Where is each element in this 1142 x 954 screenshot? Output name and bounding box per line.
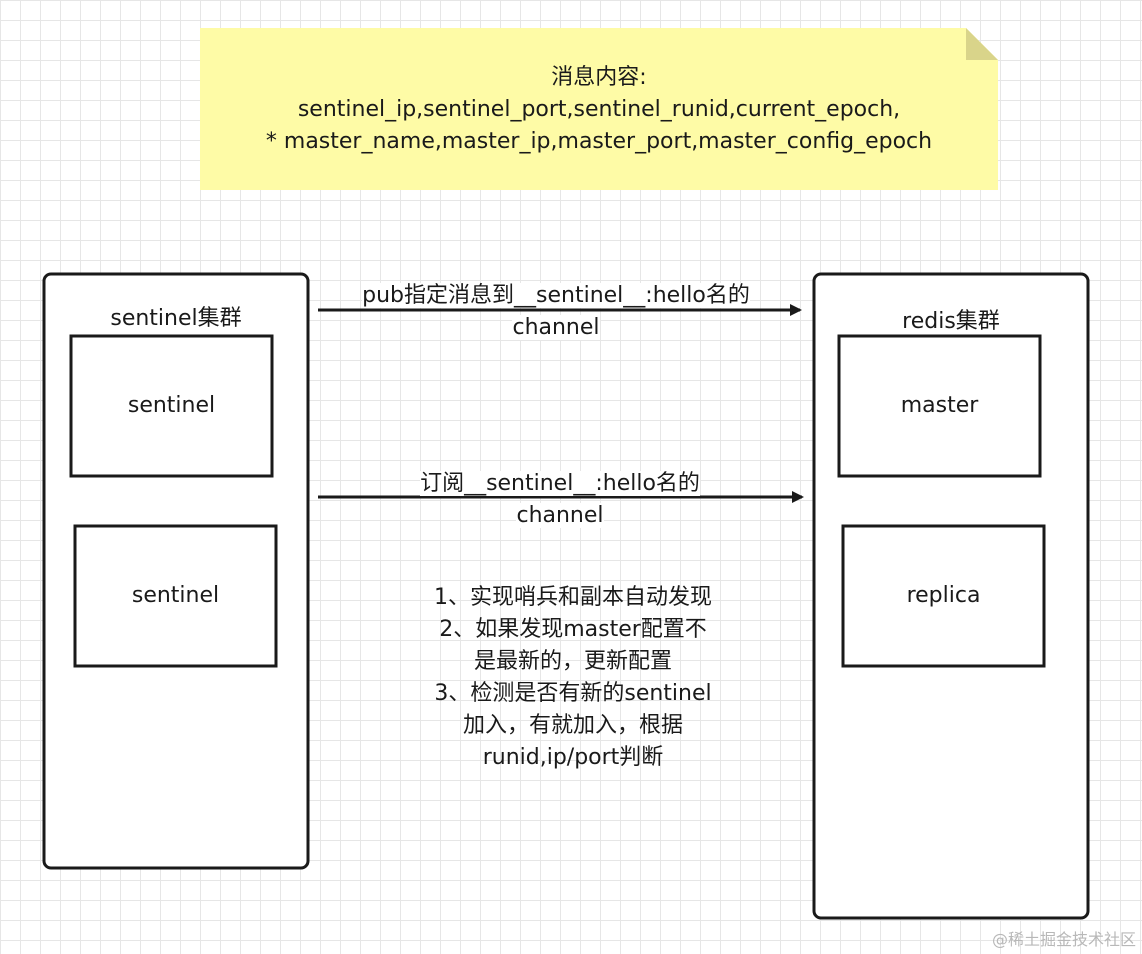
publish-arrow-label-line2: channel [512,315,600,340]
publish-arrow-label-wrap: pub指定消息到__sentinel__:hello名的 [336,280,776,312]
publish-arrow-label-line1: pub指定消息到__sentinel__:hello名的 [362,283,750,308]
subscribe-arrow-label-line1: 订阅__sentinel__:hello名的 [420,471,700,496]
subscribe-arrow-label-wrap: 订阅__sentinel__:hello名的 [400,468,720,500]
sentinel-node-2[interactable] [73,524,278,668]
note-line-3: * master_name,master_ip,master_port,mast… [265,129,933,154]
description-line-6: runid,ip/port判断 [482,745,664,770]
note-title: 消息内容: [551,65,647,90]
description-line-3: 是最新的，更新配置 [473,649,672,674]
subscribe-arrow-label-wrap-2: channel [400,500,720,532]
redis-cluster-title: redis集群 [902,309,1000,334]
sentinel-node-2-label: sentinel [131,583,220,608]
publish-arrow-label-wrap-2: channel [336,312,776,344]
note-fold [966,28,998,60]
replica-node-label: replica [906,583,981,608]
note-shape[interactable] [200,28,998,190]
master-node[interactable] [837,334,1042,478]
note-line-2: sentinel_ip,sentinel_port,sentinel_runid… [297,97,901,122]
sentinel-node-1[interactable] [69,334,274,478]
watermark: @稀土掘金技术社区 [991,930,1136,949]
subscribe-arrow-label-line2: channel [516,503,604,528]
description-line-5: 加入，有就加入，根据 [462,713,683,738]
description-line-2: 2、如果发现master配置不 [439,617,707,642]
description-line-1: 1、实现哨兵和副本自动发现 [434,585,712,610]
sentinel-cluster-title: sentinel集群 [110,306,242,331]
sentinel-node-1-label: sentinel [127,393,216,418]
master-node-label: master [900,393,979,418]
description-line-4: 3、检测是否有新的sentinel [434,681,712,706]
replica-node[interactable] [841,524,1046,668]
